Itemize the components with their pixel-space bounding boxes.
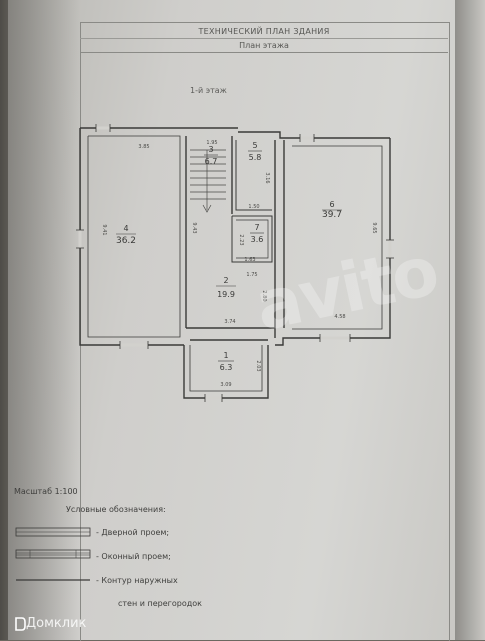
room-area: 6.7 <box>205 157 218 166</box>
dimension-label: 3.16 <box>264 172 270 183</box>
dimension-label: 3.74 <box>224 319 235 325</box>
room-number: 4 <box>123 224 128 233</box>
legend-item-walls: - Контур наружных <box>96 576 178 585</box>
dimension-label: 2.23 <box>238 234 244 245</box>
room7-inner <box>236 219 269 259</box>
stairs <box>190 149 226 213</box>
room-area: 19.9 <box>217 290 235 299</box>
vestibule-wall <box>183 345 269 399</box>
dimension-label: 1.75 <box>246 272 257 278</box>
inner-wall-right <box>292 145 383 330</box>
dimension-label: 3.09 <box>220 382 231 388</box>
outer-wall-right <box>275 138 391 346</box>
openings <box>78 126 392 400</box>
dimension-labels: 3.85 1.95 3.16 9.41 9.43 1.50 2.23 1.63 … <box>101 140 377 388</box>
page-curl-shadow <box>8 0 80 640</box>
brand-logo: Домклик <box>15 616 87 631</box>
dimension-label: 3.85 <box>138 144 149 150</box>
legend-symbols <box>15 527 91 581</box>
room-area: 39.7 <box>322 210 342 220</box>
legend-window-symbol <box>15 549 91 559</box>
room-area: 6.3 <box>220 363 233 372</box>
dimension-label: 2.03 <box>255 360 261 371</box>
dimension-label: 9.41 <box>101 224 107 235</box>
room-area: 36.2 <box>116 236 136 246</box>
legend-item-window: - Оконный проем; <box>96 552 171 561</box>
domclick-logo-icon <box>15 617 26 631</box>
room-number: 3 <box>208 145 213 154</box>
outer-wall-top-right <box>262 131 390 139</box>
dimension-label: 9.65 <box>371 222 377 233</box>
legend-title: Условные обозначения: <box>66 505 166 514</box>
legend-item-door: - Дверной проем; <box>96 528 170 537</box>
title-block: ТЕХНИЧЕСКИЙ ПЛАН ЗДАНИЯ План этажа <box>80 22 448 53</box>
scale-label: Масштаб 1:100 <box>14 487 78 496</box>
document-title: ТЕХНИЧЕСКИЙ ПЛАН ЗДАНИЯ <box>198 27 330 36</box>
dimension-label: 2.80 <box>261 290 267 301</box>
room-number: 5 <box>252 141 257 150</box>
room5-wall <box>235 140 272 211</box>
outer-wall <box>79 128 184 346</box>
adjacent-page <box>455 0 485 640</box>
room-number: 2 <box>223 276 228 285</box>
room-area: 5.8 <box>249 153 262 162</box>
room-area: 3.6 <box>251 235 264 244</box>
room-number: 1 <box>223 351 228 360</box>
brand-name: Домклик <box>26 616 87 631</box>
dimension-label: 4.58 <box>334 314 345 320</box>
document-subtitle: План этажа <box>239 41 289 50</box>
room-labels: 1 6.3 2 19.9 3 6.7 4 36.2 5 5.8 6 39.7 7… <box>116 141 342 372</box>
dimension-label: 1.63 <box>244 257 255 263</box>
room-number: 6 <box>329 200 334 209</box>
floor-label: 1-й этаж <box>190 86 227 95</box>
dimension-label: 9.43 <box>191 222 197 233</box>
dimension-label: 1.50 <box>248 204 259 210</box>
vestibule-inner <box>189 345 263 392</box>
room-number: 7 <box>254 223 259 232</box>
document-sheet <box>8 0 478 640</box>
window-marks <box>76 124 394 402</box>
room7-wall <box>231 215 273 263</box>
dimension-label: 1.95 <box>206 140 217 146</box>
title-divider <box>80 38 448 39</box>
inner-wall-left <box>87 135 181 338</box>
legend-item-walls-cont: стен и перегородок <box>118 599 202 608</box>
